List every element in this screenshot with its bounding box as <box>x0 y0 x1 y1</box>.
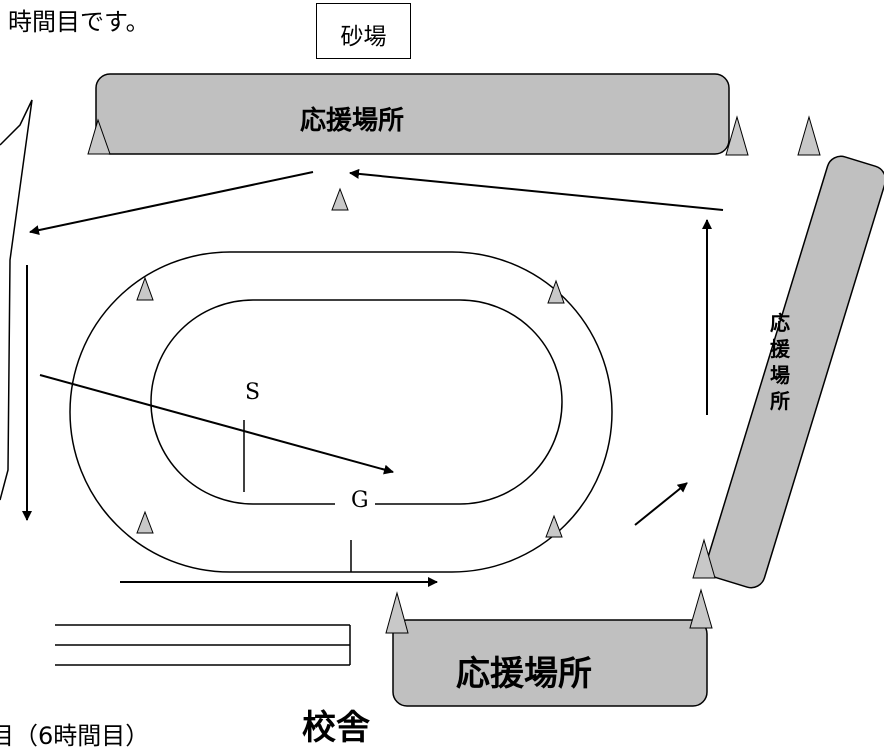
school-building-lines <box>55 624 351 666</box>
cone-marker-icon <box>797 115 821 156</box>
cone-marker-icon <box>725 115 749 156</box>
cone-marker-icon <box>136 276 154 301</box>
cone-marker-icon <box>87 118 111 155</box>
goal-label-bg <box>335 493 375 513</box>
support-area-top-label: 応援場所 <box>300 106 405 136</box>
support-area-bottom-label: 応援場所 <box>456 654 592 694</box>
cone-marker-icon <box>331 187 349 211</box>
cone-marker-icon <box>692 538 716 579</box>
support-area-right-label: 応 援 場 所 <box>766 310 794 414</box>
support-area-right-char: 援 <box>770 337 790 361</box>
support-area-bottom <box>392 619 708 707</box>
cone-marker-icon <box>547 279 565 304</box>
arrow-top-to-left <box>29 171 314 236</box>
goal-label: G <box>351 488 369 513</box>
left-boundary-line <box>0 99 33 501</box>
track-outer <box>69 251 613 573</box>
sand-pit-box: 砂場 <box>316 3 411 59</box>
support-area-right-char: 所 <box>770 389 790 413</box>
cone-marker-icon <box>136 510 154 534</box>
sand-pit-label: 砂場 <box>340 24 387 50</box>
school-building-label: 校舎 <box>302 708 370 748</box>
bottom-left-text: 目（6時間目） <box>0 722 150 750</box>
arrow-top-right-to-left <box>349 168 724 211</box>
support-area-top <box>95 73 730 155</box>
support-area-right-char: 場 <box>770 363 790 387</box>
arrow-center-diagonal <box>39 374 394 475</box>
arrow-diagonal-up <box>634 482 688 526</box>
support-area-right <box>705 155 884 589</box>
cone-marker-icon <box>689 588 713 629</box>
cone-marker-icon <box>385 591 409 634</box>
cone-marker-icon <box>545 514 563 538</box>
track-inner <box>150 299 563 505</box>
support-area-right-char: 応 <box>770 311 790 335</box>
start-label: S <box>245 380 261 405</box>
top-left-text: 時間目です。 <box>8 8 150 36</box>
